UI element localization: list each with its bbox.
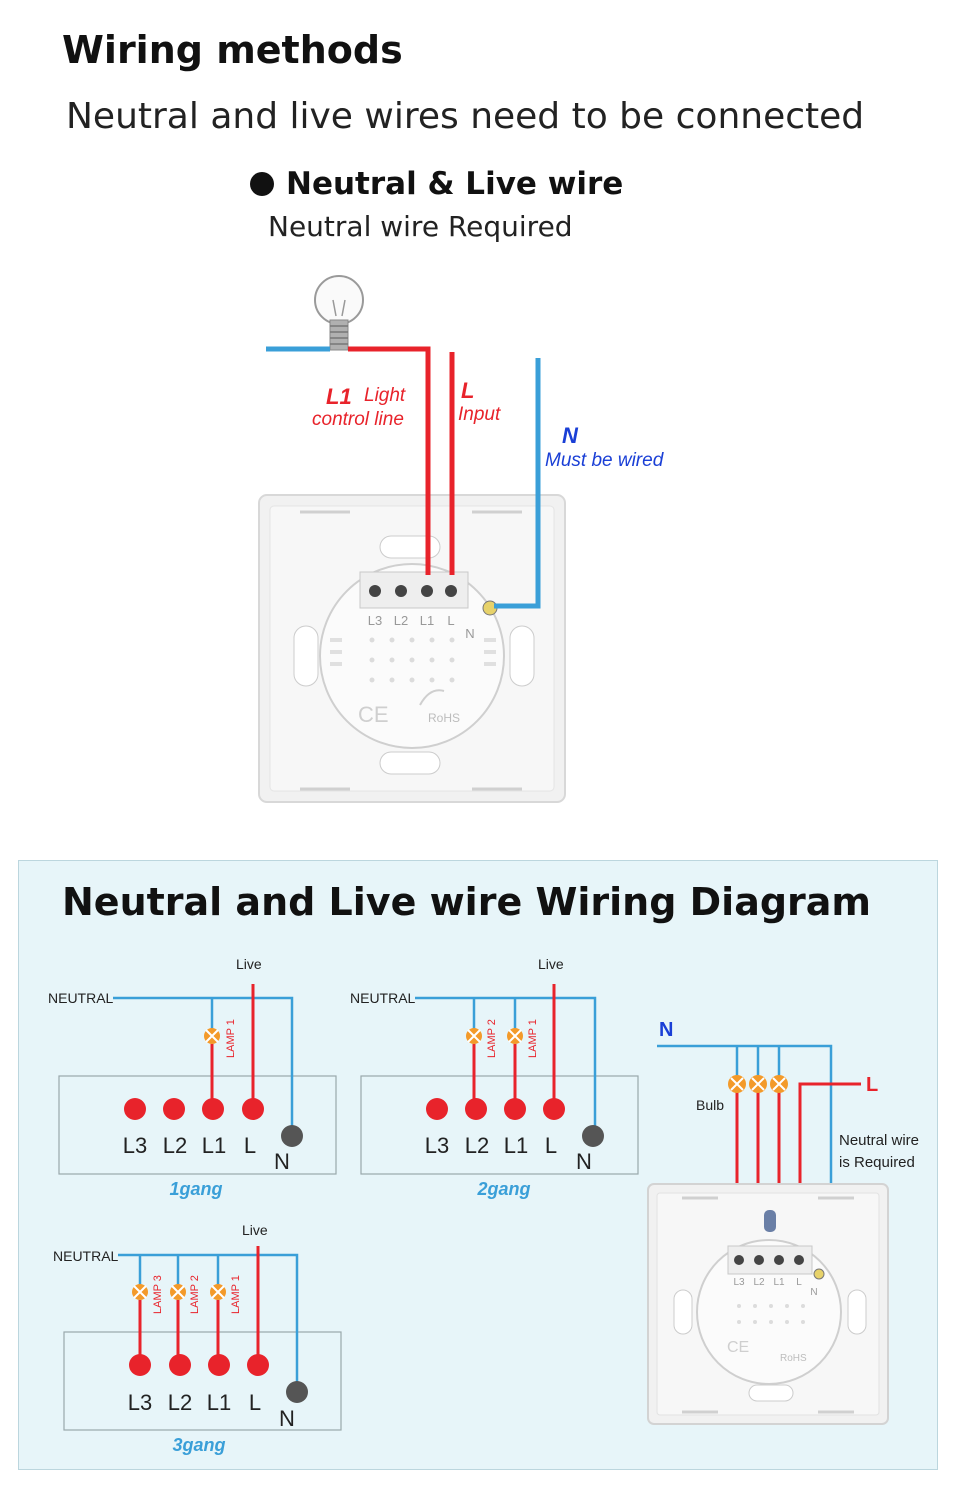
terminal-labels: L3 L2 L1 L N [368,613,475,641]
right-l-label: L [866,1074,878,1096]
bulb-icon [770,1075,788,1093]
lamp-icon [466,1028,482,1044]
leaf-icon [419,689,445,706]
ce-mark: CE [358,702,389,727]
neutral-label: NEUTRAL [350,990,416,1006]
diagram-3gang: NEUTRAL Live LAMP 3 LAMP 2 LAMP 1 L3 L2 … [53,1222,342,1455]
terminal-screws [369,585,457,597]
live-label: Live [242,1222,268,1238]
terminal-label: L3 [368,613,382,628]
terminal-label: L3 [128,1390,152,1415]
terminal-label: L1 [202,1133,226,1158]
section-subheading: Neutral wire Required [268,210,573,243]
bullet-dot-icon [250,172,274,196]
mount-slot-top [379,535,441,559]
mini-terminal-label: L1 [773,1277,785,1288]
page-title: Wiring methods [62,28,403,72]
neutral-note-b: is Required [839,1154,915,1171]
lamp-label: LAMP 2 [486,1019,498,1058]
lamp-label: LAMP 1 [230,1275,242,1314]
mount-slot-right [509,625,535,687]
terminal-label-n: N [465,626,474,641]
terminal-label: L1 [504,1133,528,1158]
gang-label: 1gang [169,1179,222,1199]
n-text: Must be wired [545,450,665,471]
lamp-icon [507,1028,523,1044]
l1-wire [348,346,431,575]
plate-clips [300,510,522,791]
top-wiring-diagram: L3 L2 L1 L N CE RoHS L1 Light control li… [258,275,665,803]
mini-terminal-label: L2 [753,1277,765,1288]
section-heading: Neutral & Live wire [250,166,623,202]
lamp-label: LAMP 3 [152,1275,164,1314]
terminal-label-n: N [274,1149,290,1174]
bulb-icon [749,1075,767,1093]
gang-label: 2gang [476,1179,530,1199]
light-bulb-icon [314,275,364,351]
terminal-label: L2 [465,1133,489,1158]
l1-text-a: Light [364,385,406,406]
terminal-label: L [447,613,454,628]
bulb-label: Bulb [696,1097,724,1113]
n-wire [494,358,541,609]
diagram-1gang: NEUTRAL Live LAMP 1 L3 L2 L1 L N 1gang [48,956,337,1199]
mount-slot-bottom [379,751,441,775]
mount-slot-left [293,625,319,687]
l1-text-b: control line [312,409,404,430]
module-side-tabs [330,638,496,666]
terminal-label-n: N [279,1406,295,1431]
bulb-icon [728,1075,746,1093]
vent-dots [369,637,455,683]
terminal-label: L2 [163,1133,187,1158]
mini-rohs-mark: RoHS [780,1353,807,1364]
switch-module [319,563,505,749]
neutral-note-a: Neutral wire [839,1132,919,1149]
page-subtitle: Neutral and live wires need to be connec… [66,96,865,137]
terminal-label: L2 [394,613,408,628]
diagram-2gang: NEUTRAL Live LAMP 2 LAMP 1 L3 L2 L1 L N … [350,956,639,1199]
terminal-label: L [244,1133,256,1158]
neutral-label: NEUTRAL [48,990,114,1006]
l1-code: L1 [326,384,352,409]
l-code: L [461,378,474,403]
terminal-label: L [249,1390,261,1415]
gang-label: 3gang [172,1435,225,1455]
lamp-label: LAMP 1 [527,1019,539,1058]
lamp-icon [132,1284,148,1300]
live-label: Live [236,956,262,972]
terminal-label: L3 [123,1133,147,1158]
live-label: Live [538,956,564,972]
terminal-label: L2 [168,1390,192,1415]
lamp-icon [210,1284,226,1300]
l-text: Input [458,404,501,425]
diagram-physical: N L Bulb Neutral wire is Required L3 L2 … [647,1019,919,1425]
lamp-icon [204,1028,220,1044]
lamp-icon [170,1284,186,1300]
mini-ce-mark: CE [727,1339,749,1356]
section-heading-text: Neutral & Live wire [286,166,624,202]
panel-diagrams: NEUTRAL Live LAMP 1 L3 L2 L1 L N 1gang N… [48,956,919,1455]
terminal-label-n: N [576,1149,592,1174]
panel-title: Neutral and Live wire Wiring Diagram [62,880,872,924]
terminal-label: L1 [420,613,434,628]
mini-terminal-label: L [796,1277,802,1288]
right-n-label: N [659,1019,673,1041]
n-code: N [562,423,579,448]
terminal-label: L [545,1133,557,1158]
mini-terminal-label-n: N [810,1287,817,1298]
terminal-label: L3 [425,1133,449,1158]
mini-terminal-label: L3 [733,1277,745,1288]
terminal-label: L1 [207,1390,231,1415]
lamp-label: LAMP 1 [225,1019,237,1058]
lamp-label: LAMP 2 [189,1275,201,1314]
neutral-label: NEUTRAL [53,1248,119,1264]
rohs-mark: RoHS [428,711,460,725]
